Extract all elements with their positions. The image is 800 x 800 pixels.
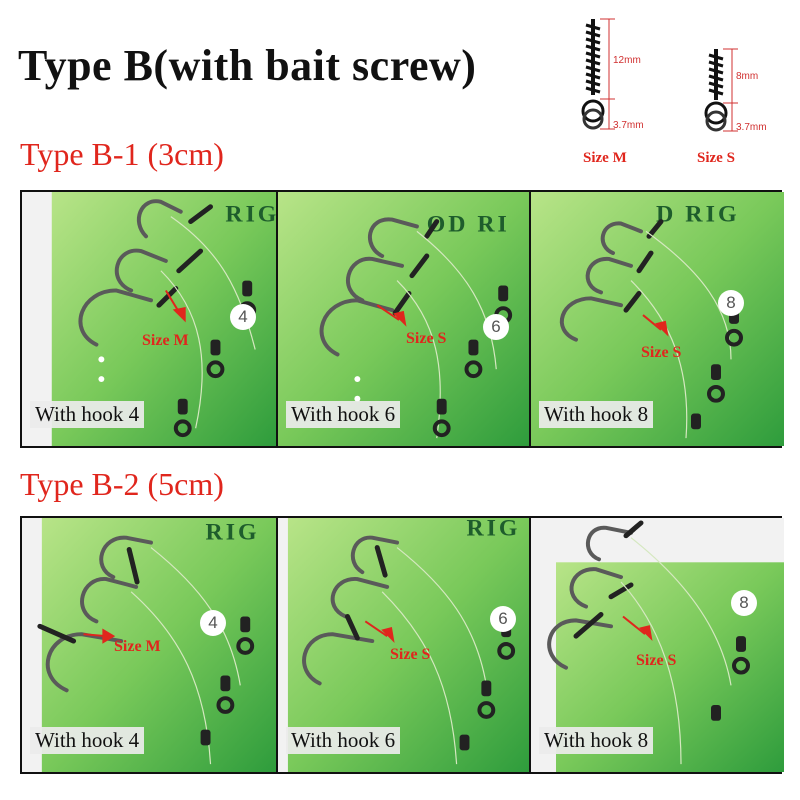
product-photo: RIG 4 Size M With hook 4: [22, 192, 278, 446]
bait-screw-icon: [704, 49, 728, 132]
bait-screw-diagram-s: 8mm 3.7mm: [698, 45, 793, 140]
product-photo: OD RI 6 Size S With hook 6: [278, 192, 531, 446]
product-photo: RIG 6 Size S With hook 6: [278, 518, 531, 772]
page-title: Type B(with bait screw): [18, 41, 477, 90]
product-photo: RIG 4 Size M With hook 4: [22, 518, 278, 772]
product-row-b2: RIG 4 Size M With hook 4: [20, 516, 784, 774]
size-label: Size M: [114, 638, 161, 655]
bait-screw-icon: [581, 19, 605, 130]
hook-label: With hook 4: [30, 727, 145, 754]
hook-label: With hook 8: [539, 401, 654, 428]
hook-label: With hook 4: [30, 401, 145, 428]
size-m-caption: Size M: [583, 150, 627, 166]
size-label: Size M: [142, 332, 189, 349]
card-brand-text: RIG: [466, 518, 520, 542]
ring-size-m: 3.7mm: [613, 120, 644, 131]
product-row-b1: RIG 4 Size M With hook 4: [20, 190, 784, 448]
product-photo: 8 Size S With hook 8: [531, 518, 784, 772]
ring-size-s: 3.7mm: [736, 122, 767, 133]
hook-label: With hook 8: [539, 727, 654, 754]
product-photo: D RIG 8 Size S With hook 8: [531, 192, 784, 446]
hook-size-badge: 4: [200, 610, 226, 636]
card-brand-text: RIG: [225, 202, 276, 228]
card-brand-text: OD RI: [427, 211, 510, 237]
size-label: Size S: [641, 344, 682, 361]
section-label-b2: Type B-2 (5cm): [20, 466, 224, 502]
size-label: Size S: [636, 652, 677, 669]
section-label-b1: Type B-1 (3cm): [20, 136, 224, 172]
card-brand-text: RIG: [206, 520, 260, 546]
hook-label: With hook 6: [286, 401, 401, 428]
card-brand-text: D RIG: [656, 202, 740, 228]
size-s-caption: Size S: [697, 150, 735, 166]
bait-screw-diagram-m: 12mm 3.7mm: [575, 15, 670, 140]
screw-length-s: 8mm: [736, 71, 758, 82]
size-label: Size S: [390, 646, 431, 663]
screw-length-m: 12mm: [613, 55, 641, 66]
hook-size-badge: 8: [718, 290, 744, 316]
hook-size-badge: 6: [483, 314, 509, 340]
hook-size-badge: 8: [731, 590, 757, 616]
hook-label: With hook 6: [286, 727, 401, 754]
size-label: Size S: [406, 330, 447, 347]
hook-size-badge: 4: [230, 304, 256, 330]
hook-size-badge: 6: [490, 606, 516, 632]
